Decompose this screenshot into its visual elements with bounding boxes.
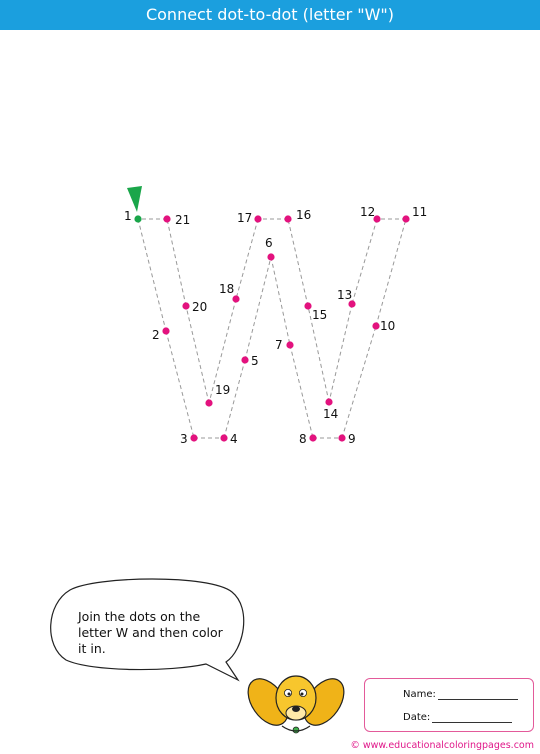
name-date-card: Name: Date: <box>364 678 534 732</box>
page-header: Connect dot-to-dot (letter "W") <box>0 0 540 30</box>
dashed-guide-line <box>244 256 272 361</box>
date-label: Date: <box>403 712 431 723</box>
dot-label-17: 17 <box>237 211 252 225</box>
dashed-guide-line <box>289 344 314 439</box>
dot-15[interactable] <box>304 302 312 310</box>
dot-label-9: 9 <box>348 432 356 446</box>
dot-label-16: 16 <box>296 208 311 222</box>
dot-4[interactable] <box>220 434 228 442</box>
dot-label-19: 19 <box>215 383 230 397</box>
dashed-guide-line <box>166 218 187 307</box>
dot-11[interactable] <box>402 215 410 223</box>
dot-6[interactable] <box>267 253 275 261</box>
dot-5[interactable] <box>241 356 249 364</box>
dot-7[interactable] <box>286 341 294 349</box>
dot-label-7: 7 <box>275 338 283 352</box>
name-label: Name: <box>403 689 436 700</box>
dot-label-11: 11 <box>412 205 427 219</box>
dot-label-6: 6 <box>265 236 273 250</box>
dot-18[interactable] <box>232 295 240 303</box>
dashed-guide-line <box>307 305 330 403</box>
dot-9[interactable] <box>338 434 346 442</box>
dot-20[interactable] <box>182 302 190 310</box>
dot-label-15: 15 <box>312 308 327 322</box>
name-line[interactable] <box>437 699 518 700</box>
dot-19[interactable] <box>205 399 213 407</box>
dot-label-8: 8 <box>299 432 307 446</box>
dashed-guide-line <box>375 218 407 327</box>
date-line[interactable] <box>432 722 513 723</box>
dot-2[interactable] <box>162 327 170 335</box>
date-row: Date: <box>403 712 513 723</box>
name-row: Name: <box>403 689 518 700</box>
dashed-guide-line <box>223 359 246 439</box>
dot-label-3: 3 <box>180 432 188 446</box>
dot-label-12: 12 <box>360 205 375 219</box>
dot-label-14: 14 <box>323 407 338 421</box>
dashed-guide-line <box>235 218 259 300</box>
dashed-guide-line <box>270 256 291 346</box>
dot-label-20: 20 <box>192 300 207 314</box>
dot-1[interactable] <box>134 215 142 223</box>
dot-label-2: 2 <box>152 328 160 342</box>
dot-12[interactable] <box>373 215 381 223</box>
dashed-guide-line <box>328 303 353 403</box>
dot-14[interactable] <box>325 398 333 406</box>
dot-label-5: 5 <box>251 354 259 368</box>
dashed-guide-line <box>165 330 195 439</box>
dashed-guide-line <box>208 298 237 404</box>
start-arrow-icon <box>127 186 142 212</box>
footer-site: © www.educationalcoloringpages.com <box>350 740 534 751</box>
dashed-guide-line <box>287 218 309 307</box>
dot-13[interactable] <box>348 300 356 308</box>
dashed-guide-line <box>137 218 167 332</box>
dot-17[interactable] <box>254 215 262 223</box>
dot-3[interactable] <box>190 434 198 442</box>
dot-label-4: 4 <box>230 432 238 446</box>
dot-10[interactable] <box>372 322 380 330</box>
page-title: Connect dot-to-dot (letter "W") <box>145 5 395 24</box>
dot-label-1: 1 <box>124 209 132 223</box>
dashed-guide-line <box>351 218 378 305</box>
dot-label-18: 18 <box>219 282 234 296</box>
dot-label-21: 21 <box>175 213 190 227</box>
dot-16[interactable] <box>284 215 292 223</box>
dog-character-icon <box>247 675 345 734</box>
dot-label-10: 10 <box>380 319 395 333</box>
dashed-guide-line <box>185 305 210 404</box>
speech-bubble <box>50 578 245 682</box>
dot-21[interactable] <box>163 215 171 223</box>
dashed-guide-line <box>341 325 377 439</box>
instruction-text: Join the dots on the letter W and then c… <box>78 609 223 656</box>
dot-label-13: 13 <box>337 288 352 302</box>
dot-8[interactable] <box>309 434 317 442</box>
